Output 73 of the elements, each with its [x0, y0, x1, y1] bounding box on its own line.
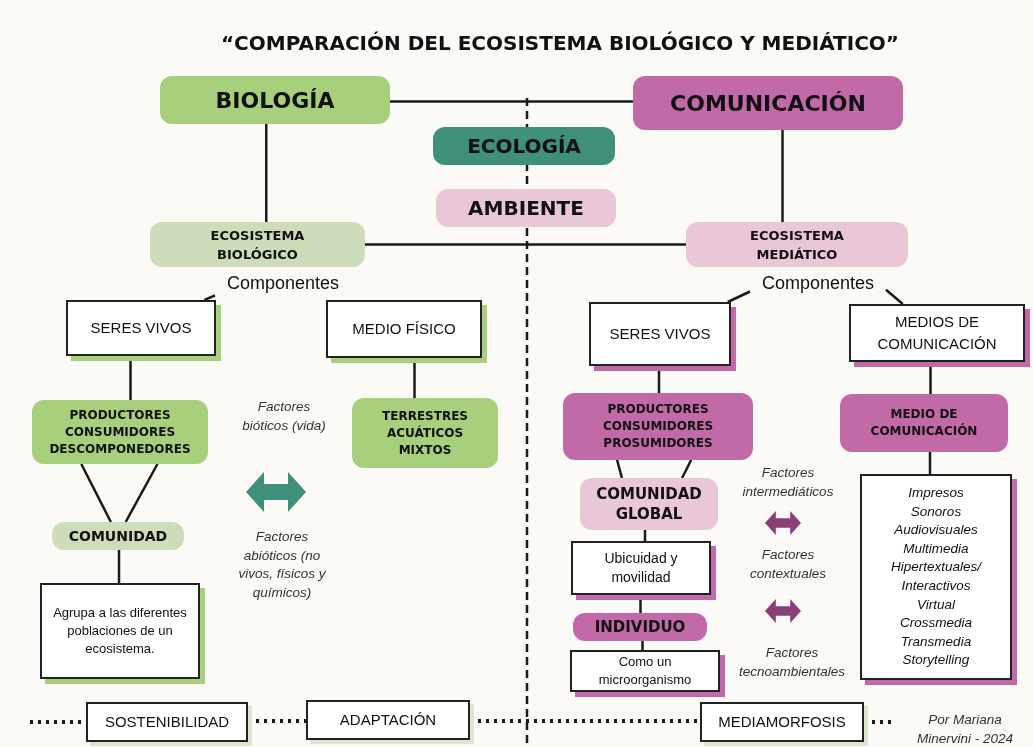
concept-tag — [150, 222, 365, 267]
concept-tag — [573, 613, 707, 641]
node-text: AMBIENTE — [468, 195, 584, 222]
connector-line — [390, 100, 633, 103]
connector-line — [781, 130, 784, 222]
list-item: MIXTOS — [398, 441, 452, 459]
node-text: INDIVIDUO — [594, 616, 686, 638]
list-item: Virtual — [917, 595, 955, 614]
node-text: MEDIOS DE COMUNICACIÓN — [876, 311, 998, 354]
concept-tag — [32, 400, 208, 464]
list-item: Hipertextuales/ Interactivos — [889, 558, 983, 595]
node-text: MEDIO DE COMUNICACIÓN — [869, 406, 979, 440]
node-text: COMUNICACIÓN — [670, 89, 866, 118]
heading-text: Componentes — [215, 270, 351, 296]
node-text: COMUNIDAD GLOBAL — [595, 484, 703, 524]
list-item: CONSUMIDORES — [602, 418, 714, 435]
factor-note: Factores tecnoambientales — [738, 644, 846, 681]
node-text: SERES VIVOS — [609, 323, 711, 344]
list-item: Storytelling — [902, 651, 970, 670]
list-item: TERRESTRES — [382, 407, 468, 425]
list-item: PRODUCTORES — [69, 406, 171, 424]
connector-line — [680, 459, 693, 479]
list-item: Audiovisuales — [894, 521, 978, 540]
node-text: COMUNIDAD — [68, 526, 168, 546]
connector-line — [265, 124, 268, 222]
node-text: MEDIAMORFOSIS — [718, 711, 846, 732]
list-item: PRODUCTORES — [607, 401, 709, 418]
node-text: SOSTENIBILIDAD — [104, 711, 230, 732]
concept-tag — [352, 398, 498, 468]
list-item: Impresos — [908, 484, 964, 503]
node-text: ECOSISTEMA MEDIÁTICO — [749, 226, 845, 264]
concept-tag — [436, 189, 616, 227]
node-text: SERES VIVOS — [90, 317, 192, 338]
connector-line — [885, 288, 904, 305]
connector-line — [641, 641, 644, 650]
list-item: CONSUMIDORES — [64, 423, 176, 441]
concept-tag — [160, 76, 390, 124]
list-item: Multimedia — [903, 539, 969, 558]
node-text: Ubicuidad y movilidad — [603, 549, 679, 587]
node-text: ECOLOGÍA — [467, 133, 581, 160]
node-text: ADAPTACIÓN — [339, 709, 437, 730]
connector-line — [80, 463, 112, 523]
factor-note: Factores abióticos (no vivos, físicos y químicos) — [237, 528, 327, 602]
concept-tag — [686, 222, 908, 267]
list-item: Transmedia — [900, 632, 972, 651]
node-text: BIOLOGÍA — [215, 86, 335, 115]
node-text: ECOSISTEMA BIOLÓGICO — [209, 226, 306, 264]
concept-tag — [633, 76, 903, 130]
node-text: MEDIO FÍSICO — [352, 318, 456, 339]
connector-line — [365, 243, 686, 246]
list-item: Sonoros — [910, 502, 962, 521]
connector-line — [124, 463, 159, 523]
connector-line — [928, 452, 932, 474]
factor-note: Factores intermediáticos — [741, 464, 835, 501]
heading-text: Componentes — [750, 270, 886, 296]
list-item: ACUÁTICOS — [386, 424, 464, 442]
concept-tag — [433, 127, 615, 165]
concept-tag — [52, 522, 184, 550]
list-item: PROSUMIDORES — [603, 435, 713, 452]
connector-line — [117, 550, 121, 583]
node-text: Como un microorganismo — [597, 653, 693, 689]
connector-line — [203, 294, 216, 302]
concept-tag — [563, 393, 753, 460]
title: “COMPARACIÓN DEL ECOSISTEMA BIOLÓGICO Y MEDIÁTICO” — [219, 30, 900, 57]
node-text: Agrupa a las diferentes poblaciones de un ecosistema. — [52, 604, 188, 658]
connector-line — [615, 459, 624, 479]
concept-tag — [840, 394, 1008, 452]
concept-tag — [580, 478, 718, 530]
list-item: DESCOMPONEDORES — [49, 440, 191, 458]
factor-note: Factores contextuales — [749, 546, 827, 583]
factor-note: Factores bióticos (vida) — [241, 398, 327, 435]
connector-line — [727, 290, 751, 304]
list-item: Crossmedia — [900, 614, 972, 633]
